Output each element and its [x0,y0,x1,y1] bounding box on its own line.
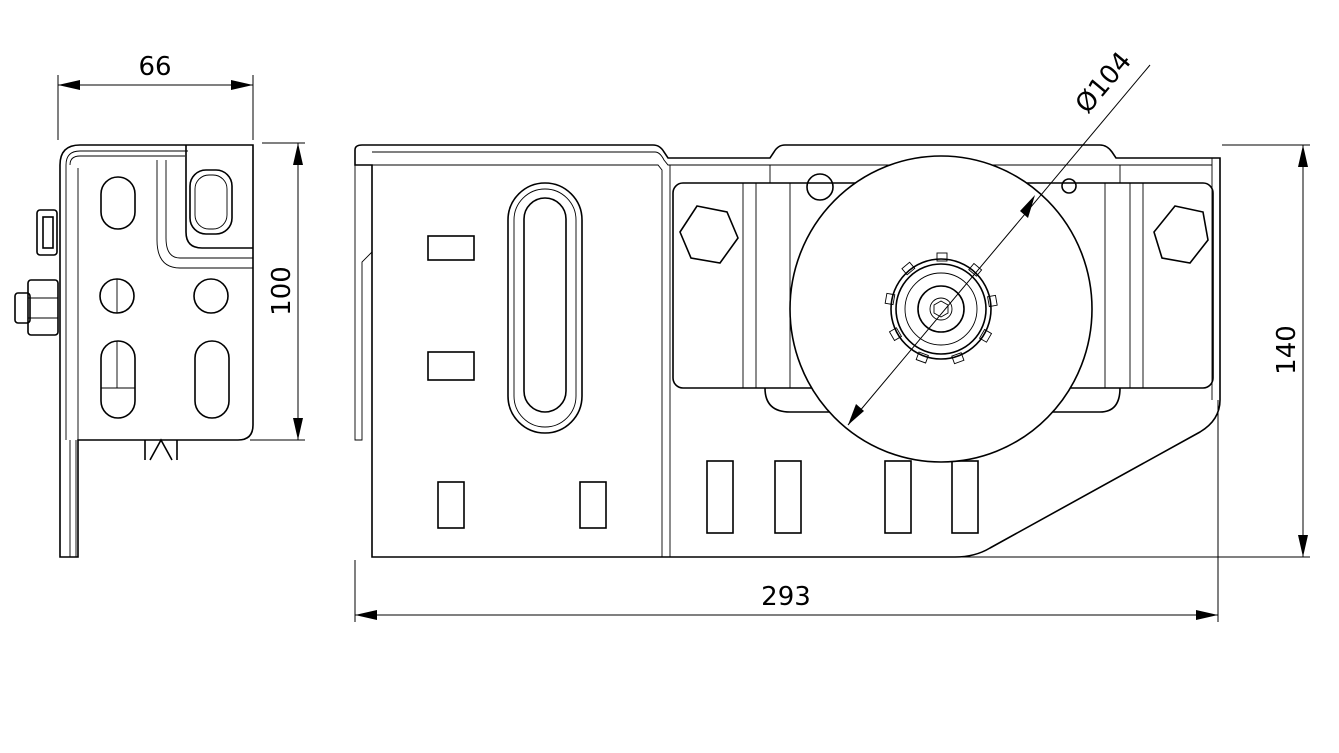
front-view [354,144,1221,558]
dimension-293: 293 [354,400,1219,622]
hub-icon [884,252,998,365]
dimension-100: 100 [250,142,305,441]
slot-hole [194,340,230,419]
dimension-label: 293 [761,582,811,612]
wheel [789,155,1093,463]
hex-nut-icon [1153,205,1209,264]
dimension-66: 66 [57,52,254,140]
slot-hole [100,176,136,230]
dimension-label: 66 [138,52,171,82]
bolt-icon [14,279,59,336]
dimension-label: 140 [1272,325,1302,375]
hex-nut-icon [679,205,739,264]
round-hole [193,278,229,314]
slot-hole [100,340,136,419]
side-view [14,144,254,558]
dimension-140: 140 [960,144,1310,558]
dimension-label: Ø104 [1070,46,1138,119]
bolt-icon [36,209,58,256]
dimension-label: 100 [267,266,297,316]
